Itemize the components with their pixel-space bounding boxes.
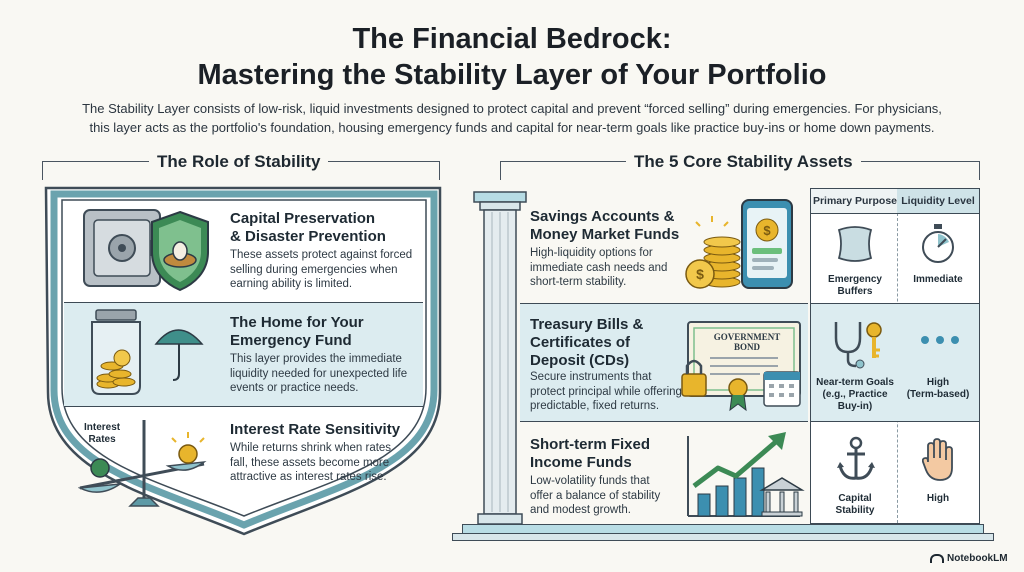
card-2-text-l1: This layer provides the immediate bbox=[230, 353, 402, 365]
page-title-line1: The Financial Bedrock: bbox=[352, 23, 672, 55]
row-2-purpose-l3: Buy-in) bbox=[837, 401, 873, 412]
row-1-purpose: Emergency Buffers bbox=[812, 274, 898, 298]
balance-scale-icon bbox=[78, 420, 207, 507]
asset-2-title-l3: Deposit (CDs) bbox=[530, 352, 630, 369]
growth-chart-icon bbox=[687, 432, 805, 517]
asset-3-text-l2: offer a balance of stability bbox=[530, 489, 661, 502]
table-header-purpose: Primary Purpose bbox=[812, 195, 898, 207]
asset-1-text-l3: short-term stability. bbox=[530, 276, 627, 288]
row-1-purpose-l2: Buffers bbox=[837, 286, 873, 297]
card-1-title-l2: & Disaster Prevention bbox=[230, 228, 386, 245]
row-2-liquidity-l1: High bbox=[926, 377, 950, 388]
table-band bbox=[811, 303, 979, 421]
intro-line-1: The Stability Layer consists of low-risk… bbox=[82, 101, 942, 116]
asset-2-text-l1: Secure instruments that bbox=[530, 371, 652, 383]
asset-2-text-l2: protect principal while offering bbox=[530, 385, 682, 398]
card-interest-rate-text: While returns shrink when rates fall, th… bbox=[230, 441, 391, 485]
core-assets-heading: The 5 Core Stability Assets bbox=[626, 152, 861, 172]
row-3-purpose: Capital Stability bbox=[812, 493, 898, 517]
table-header-col1-bg bbox=[811, 189, 897, 213]
card-2-text-l2: liquidity needed for unexpected life bbox=[230, 367, 408, 380]
row-3-purpose-l1: Capital bbox=[838, 493, 872, 504]
assets-separator-2 bbox=[520, 421, 808, 422]
role-of-stability-heading: The Role of Stability bbox=[149, 152, 329, 172]
asset-1-text-l1: High-liquidity options for bbox=[530, 247, 653, 259]
row-2-purpose-l1: Near-term Goals bbox=[816, 377, 894, 388]
card-capital-preservation-text: These assets protect against forced sell… bbox=[230, 248, 412, 292]
asset-3-title-l1: Short-term Fixed bbox=[530, 436, 651, 453]
bond-certificate-icon bbox=[681, 321, 801, 412]
svg-text:$: $ bbox=[696, 266, 704, 282]
asset-1-title-l1: Savings Accounts & bbox=[530, 208, 675, 225]
svg-text:$: $ bbox=[763, 223, 771, 238]
table-head-separator bbox=[811, 213, 979, 214]
card-3-text-l1: While returns shrink when rates bbox=[230, 442, 392, 454]
card-1-text-l2: selling during emergencies when bbox=[230, 263, 398, 276]
asset-2-text-l3: predictable, fixed returns. bbox=[530, 400, 660, 412]
table-header-liquidity: Liquidity Level bbox=[901, 195, 975, 207]
card-1-text-l3: earning ability is limited. bbox=[230, 278, 353, 290]
table-separator-2 bbox=[811, 421, 979, 422]
interest-rates-l2: Rates bbox=[88, 434, 116, 445]
interest-rates-label: Interest Rates bbox=[84, 422, 120, 446]
asset-savings-title: Savings Accounts & Money Market Funds bbox=[530, 208, 679, 244]
asset-savings-text: High-liquidity options for immediate cas… bbox=[530, 246, 667, 290]
row-2-purpose: Near-term Goals (e.g., Practice Buy-in) bbox=[812, 377, 898, 413]
left-separator-2 bbox=[64, 406, 423, 407]
anchor-icon bbox=[837, 436, 875, 480]
stopwatch-icon bbox=[922, 224, 954, 263]
row-1-purpose-l1: Emergency bbox=[828, 274, 882, 285]
intro-line-2: this layer acts as the portfolio's found… bbox=[89, 120, 935, 135]
row-2-liquidity: High (Term-based) bbox=[898, 377, 978, 401]
asset-1-text-l2: immediate cash needs and bbox=[530, 261, 668, 274]
card-emergency-fund-text: This layer provides the immediate liquid… bbox=[230, 352, 407, 396]
coins-phone-icon: $ $ bbox=[685, 199, 793, 289]
row-3-purpose-l2: Stability bbox=[835, 505, 875, 516]
asset-2-title-l1: Treasury Bills & bbox=[530, 316, 644, 333]
interest-rates-l1: Interest bbox=[84, 422, 121, 433]
asset-fixed-income-text: Low-volatility funds that offer a balanc… bbox=[530, 474, 660, 518]
card-interest-rate-title: Interest Rate Sensitivity bbox=[230, 421, 401, 438]
asset-2-title-l2: Certificates of bbox=[530, 334, 631, 351]
row-3-liquidity: High bbox=[926, 493, 950, 504]
card-2-title-l1: The Home for Your bbox=[230, 314, 364, 331]
asset-3-text-l3: and modest growth. bbox=[530, 504, 632, 516]
assets-separator-1 bbox=[520, 303, 808, 304]
table-header-col2-bg bbox=[897, 189, 979, 213]
pillar-icon bbox=[473, 191, 527, 525]
notebooklm-logo-icon bbox=[930, 553, 944, 563]
stethoscope-key-icon bbox=[834, 322, 882, 369]
page-title-line2: Mastering the Stability Layer of Your Po… bbox=[197, 59, 827, 91]
card-3-text-l2: fall, these assets become more bbox=[230, 456, 390, 469]
card-3-text-l3: attractive as interest rates rise. bbox=[230, 471, 387, 483]
notebooklm-brand: NotebookLM bbox=[930, 553, 1008, 564]
hand-icon bbox=[922, 438, 953, 481]
coin-jar-umbrella-icon bbox=[91, 309, 204, 395]
row-2-liquidity-l2: (Term-based) bbox=[906, 389, 970, 400]
dots-icon bbox=[921, 336, 959, 344]
card-1-text-l1: These assets protect against forced bbox=[230, 249, 413, 261]
asset-fixed-income-title: Short-term Fixed Income Funds bbox=[530, 436, 650, 472]
row-2-purpose-l2: (e.g., Practice bbox=[822, 389, 888, 400]
card-1-title-l1: Capital Preservation bbox=[230, 210, 376, 227]
left-separator-1 bbox=[64, 302, 423, 303]
card-emergency-fund-title: The Home for Your Emergency Fund bbox=[230, 314, 364, 350]
asset-treasury-title: Treasury Bills & Certificates of Deposit… bbox=[530, 316, 643, 370]
base-platform-step bbox=[452, 533, 994, 541]
card-2-text-l3: events or practice needs. bbox=[230, 382, 359, 394]
safe-shield-icon bbox=[83, 209, 209, 292]
asset-treasury-text: Secure instruments that protect principa… bbox=[530, 370, 682, 414]
government-bond-label: GOVERNMENT BOND bbox=[713, 332, 781, 352]
asset-1-title-l2: Money Market Funds bbox=[530, 226, 680, 243]
asset-3-text-l1: Low-volatility funds that bbox=[530, 475, 650, 487]
pillow-icon bbox=[837, 226, 873, 262]
card-2-title-l2: Emergency Fund bbox=[230, 332, 352, 349]
brand-text: NotebookLM bbox=[947, 553, 1008, 564]
card-capital-preservation-title: Capital Preservation & Disaster Preventi… bbox=[230, 210, 386, 246]
intro-text: The Stability Layer consists of low-risk… bbox=[60, 99, 964, 137]
asset-3-title-l2: Income Funds bbox=[530, 454, 632, 471]
table-separator-1 bbox=[811, 303, 979, 304]
row-1-liquidity: Immediate bbox=[913, 274, 963, 285]
